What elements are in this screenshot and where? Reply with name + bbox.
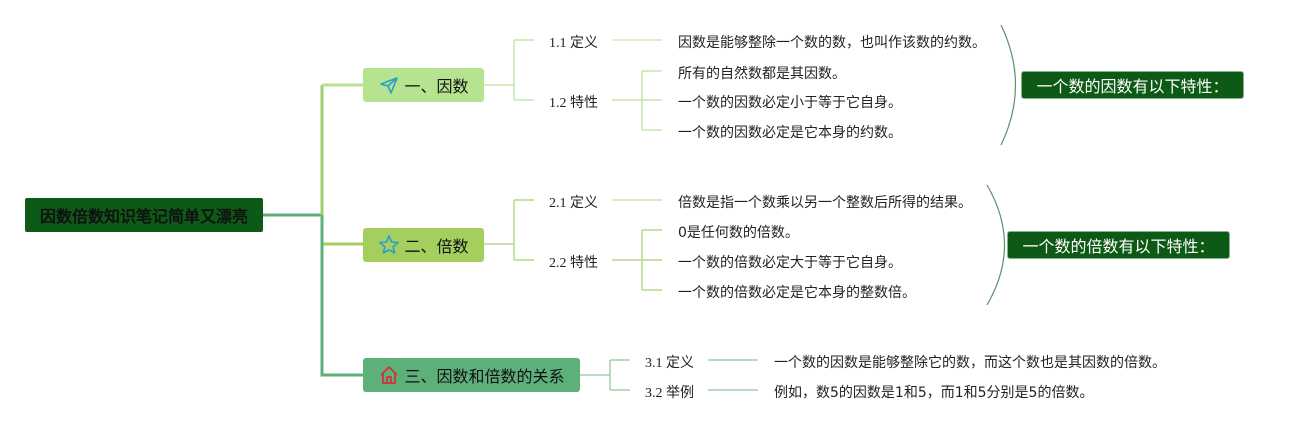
leaf-2-2-2[interactable]: 一个数的倍数必定大于等于它自身。: [678, 255, 902, 271]
paper-plane-icon: [378, 74, 400, 96]
leaf-1-2-2[interactable]: 一个数的因数必定小于等于它自身。: [678, 95, 902, 111]
leaf-3-2-1[interactable]: 例如，数5的因数是1和5，而1和5分别是5的倍数。: [774, 385, 1094, 401]
leaf-1-2-1[interactable]: 所有的自然数都是其因数。: [678, 66, 846, 82]
root-topic-label: 因数倍数知识笔记简单又漂亮: [39, 207, 248, 226]
sub-topic-1-1[interactable]: 1.1 定义: [549, 36, 598, 51]
summary-factors[interactable]: 一个数的因数有以下特性：: [1021, 71, 1244, 99]
sub-topic-3-2[interactable]: 3.2 举例: [645, 386, 694, 401]
leaf-2-2-1[interactable]: 0是任何数的倍数。: [678, 225, 799, 241]
branch-relation-label: 三、因数和倍数的关系: [404, 367, 565, 386]
leaf-1-2-3[interactable]: 一个数的因数必定是它本身的约数。: [678, 125, 902, 141]
sub-topic-1-2[interactable]: 1.2 特性: [549, 96, 598, 111]
root-topic[interactable]: 因数倍数知识笔记简单又漂亮: [25, 198, 263, 232]
leaf-2-1-1[interactable]: 倍数是指一个数乘以另一个整数后所得的结果。: [678, 195, 972, 211]
branch-multiples-label: 二、倍数: [404, 237, 469, 256]
branch-multiples[interactable]: 二、倍数: [363, 228, 484, 262]
leaf-3-1-1[interactable]: 一个数的因数是能够整除它的数，而这个数也是其因数的倍数。: [774, 355, 1166, 371]
branch-factors-label: 一、因数: [404, 77, 469, 96]
summary-multiples-label: 一个数的倍数有以下特性：: [1022, 237, 1215, 256]
branch-factors[interactable]: 一、因数: [363, 68, 484, 102]
branch-relation[interactable]: 三、因数和倍数的关系: [363, 358, 580, 392]
star-icon: [378, 234, 400, 256]
summary-factors-label: 一个数的因数有以下特性：: [1036, 77, 1229, 96]
sub-topic-3-1[interactable]: 3.1 定义: [645, 356, 694, 371]
summary-multiples[interactable]: 一个数的倍数有以下特性：: [1007, 231, 1230, 259]
leaf-1-1-1[interactable]: 因数是能够整除一个数的数，也叫作该数的约数。: [678, 35, 986, 51]
leaf-2-2-3[interactable]: 一个数的倍数必定是它本身的整数倍。: [678, 285, 916, 301]
sub-topic-2-2[interactable]: 2.2 特性: [549, 256, 598, 271]
sub-topic-2-1[interactable]: 2.1 定义: [549, 196, 598, 211]
home-icon: [378, 364, 400, 386]
